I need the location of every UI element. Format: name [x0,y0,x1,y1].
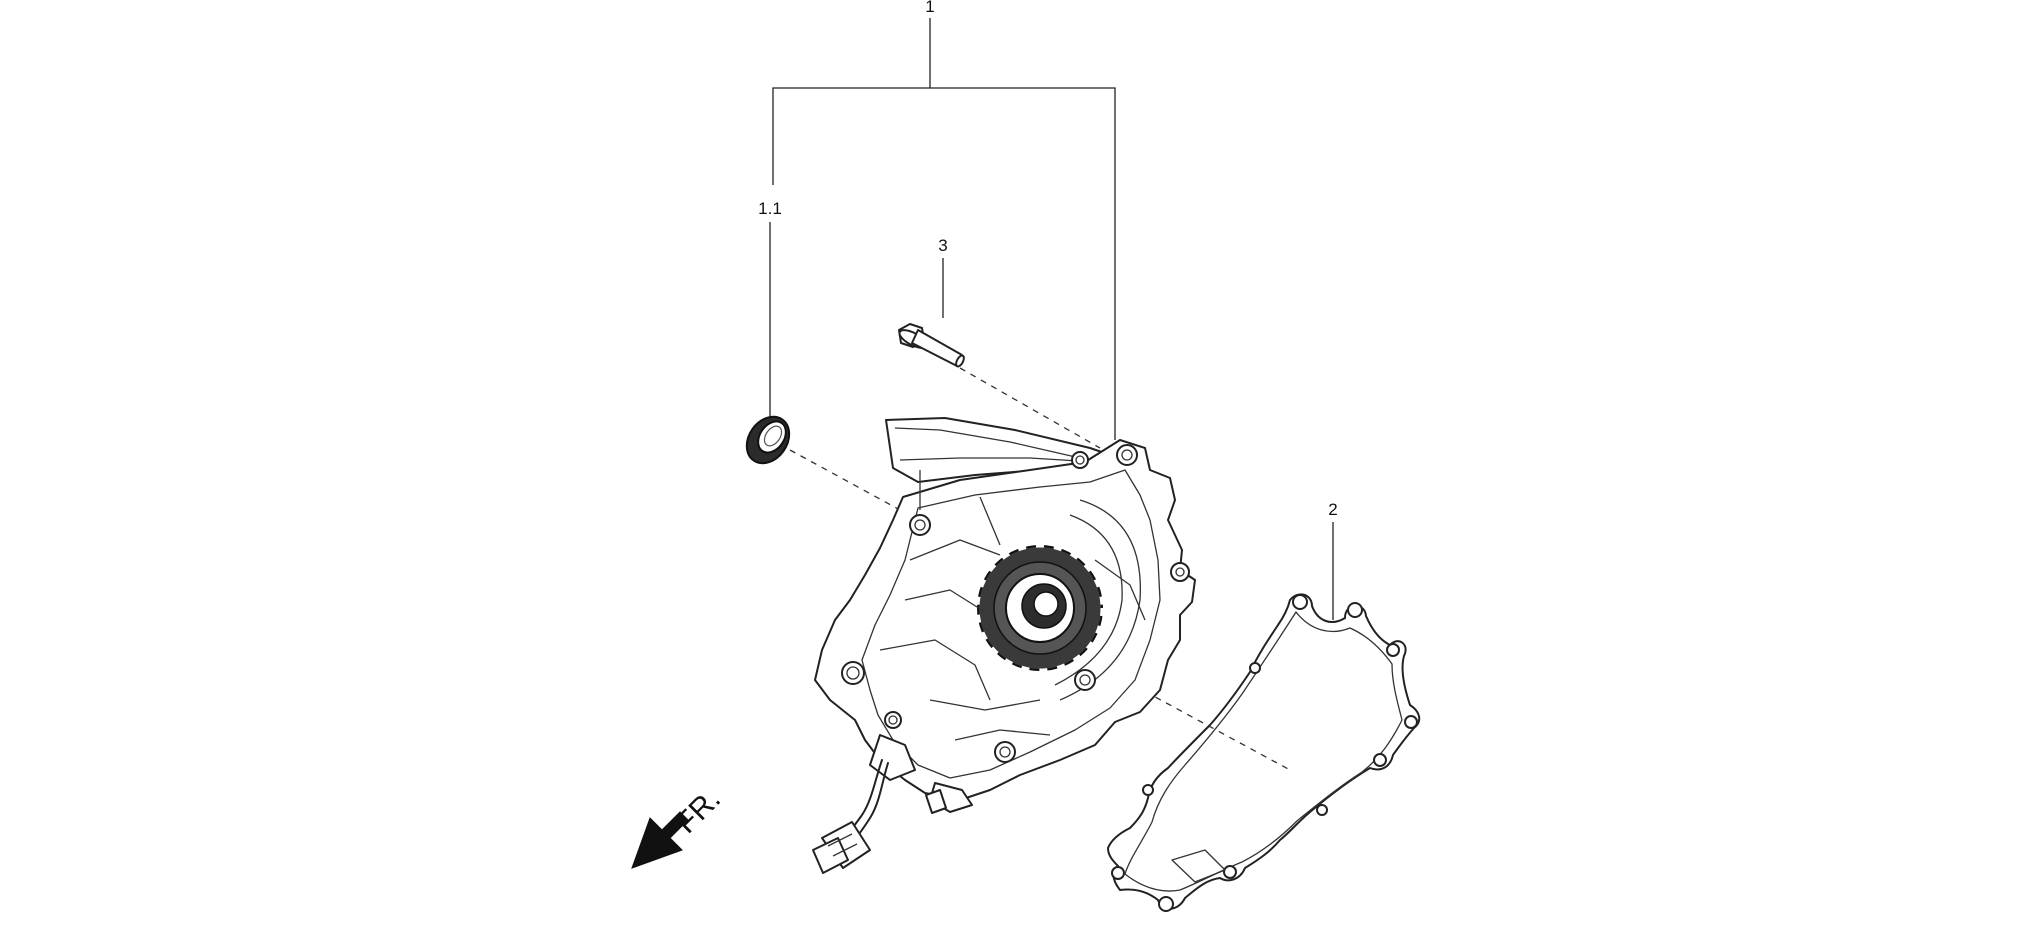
leader-1-bracket [772,87,1116,440]
callout-label-2: 2 [1328,500,1337,519]
cover-bolt-bosses [841,444,1190,763]
flange-bolt [898,323,965,368]
generator-cover-assembly [814,417,1196,813]
assembly-line-bolt [959,367,1101,449]
stator-coils [976,544,1104,672]
callout-label-1-1: 1.1 [758,199,782,218]
callout-label-1: 1 [925,0,934,16]
front-direction-label: FR. [670,782,728,840]
arrow-down-left-icon [631,811,689,869]
cover-gasket [1107,593,1421,912]
oil-seal [745,415,791,465]
gasket-outline [1107,593,1421,910]
callout-label-3: 3 [938,236,947,255]
wire-harness-connector [812,759,947,874]
assembly-line-gasket [1049,639,1291,771]
front-direction-indicator: FR. [631,782,728,869]
leader-lines [769,18,1334,620]
